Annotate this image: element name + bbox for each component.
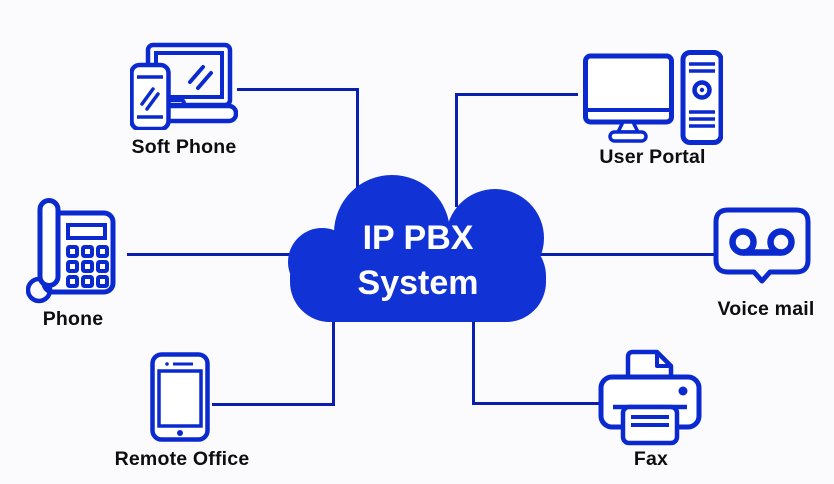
phone-label: Phone	[42, 308, 104, 330]
connector-remote-office-horizontal	[212, 403, 335, 406]
smartphone-icon	[150, 352, 210, 442]
desk-phone-icon	[26, 198, 116, 304]
connector-user-portal-vertical	[455, 93, 458, 207]
connector-fax-vertical	[472, 318, 475, 405]
fax-printer-icon	[598, 349, 702, 446]
voicemail-bubble-icon	[713, 207, 811, 284]
connector-voice-mail	[540, 253, 716, 256]
laptop-and-smartphone-icon	[130, 42, 238, 130]
soft-phone-label: Soft Phone	[131, 136, 237, 158]
cloud-title-line2: System	[357, 263, 479, 302]
connector-phone	[127, 253, 297, 256]
remote-office-label: Remote Office	[114, 448, 250, 470]
cloud-shape	[288, 175, 546, 322]
connector-user-portal-horizontal	[455, 93, 578, 96]
voice-mail-label: Voice mail	[717, 298, 815, 320]
cloud-title-line1: IP PBX	[362, 219, 474, 257]
connector-soft-phone-horizontal	[237, 88, 359, 91]
cloud-title: IP PBX System	[318, 216, 518, 306]
connector-fax-horizontal	[472, 402, 599, 405]
fax-label: Fax	[633, 448, 669, 470]
user-portal-label: User Portal	[599, 146, 706, 168]
connector-remote-office-vertical	[332, 316, 335, 406]
desktop-computer-icon	[583, 50, 723, 145]
connector-soft-phone-vertical	[356, 88, 359, 188]
